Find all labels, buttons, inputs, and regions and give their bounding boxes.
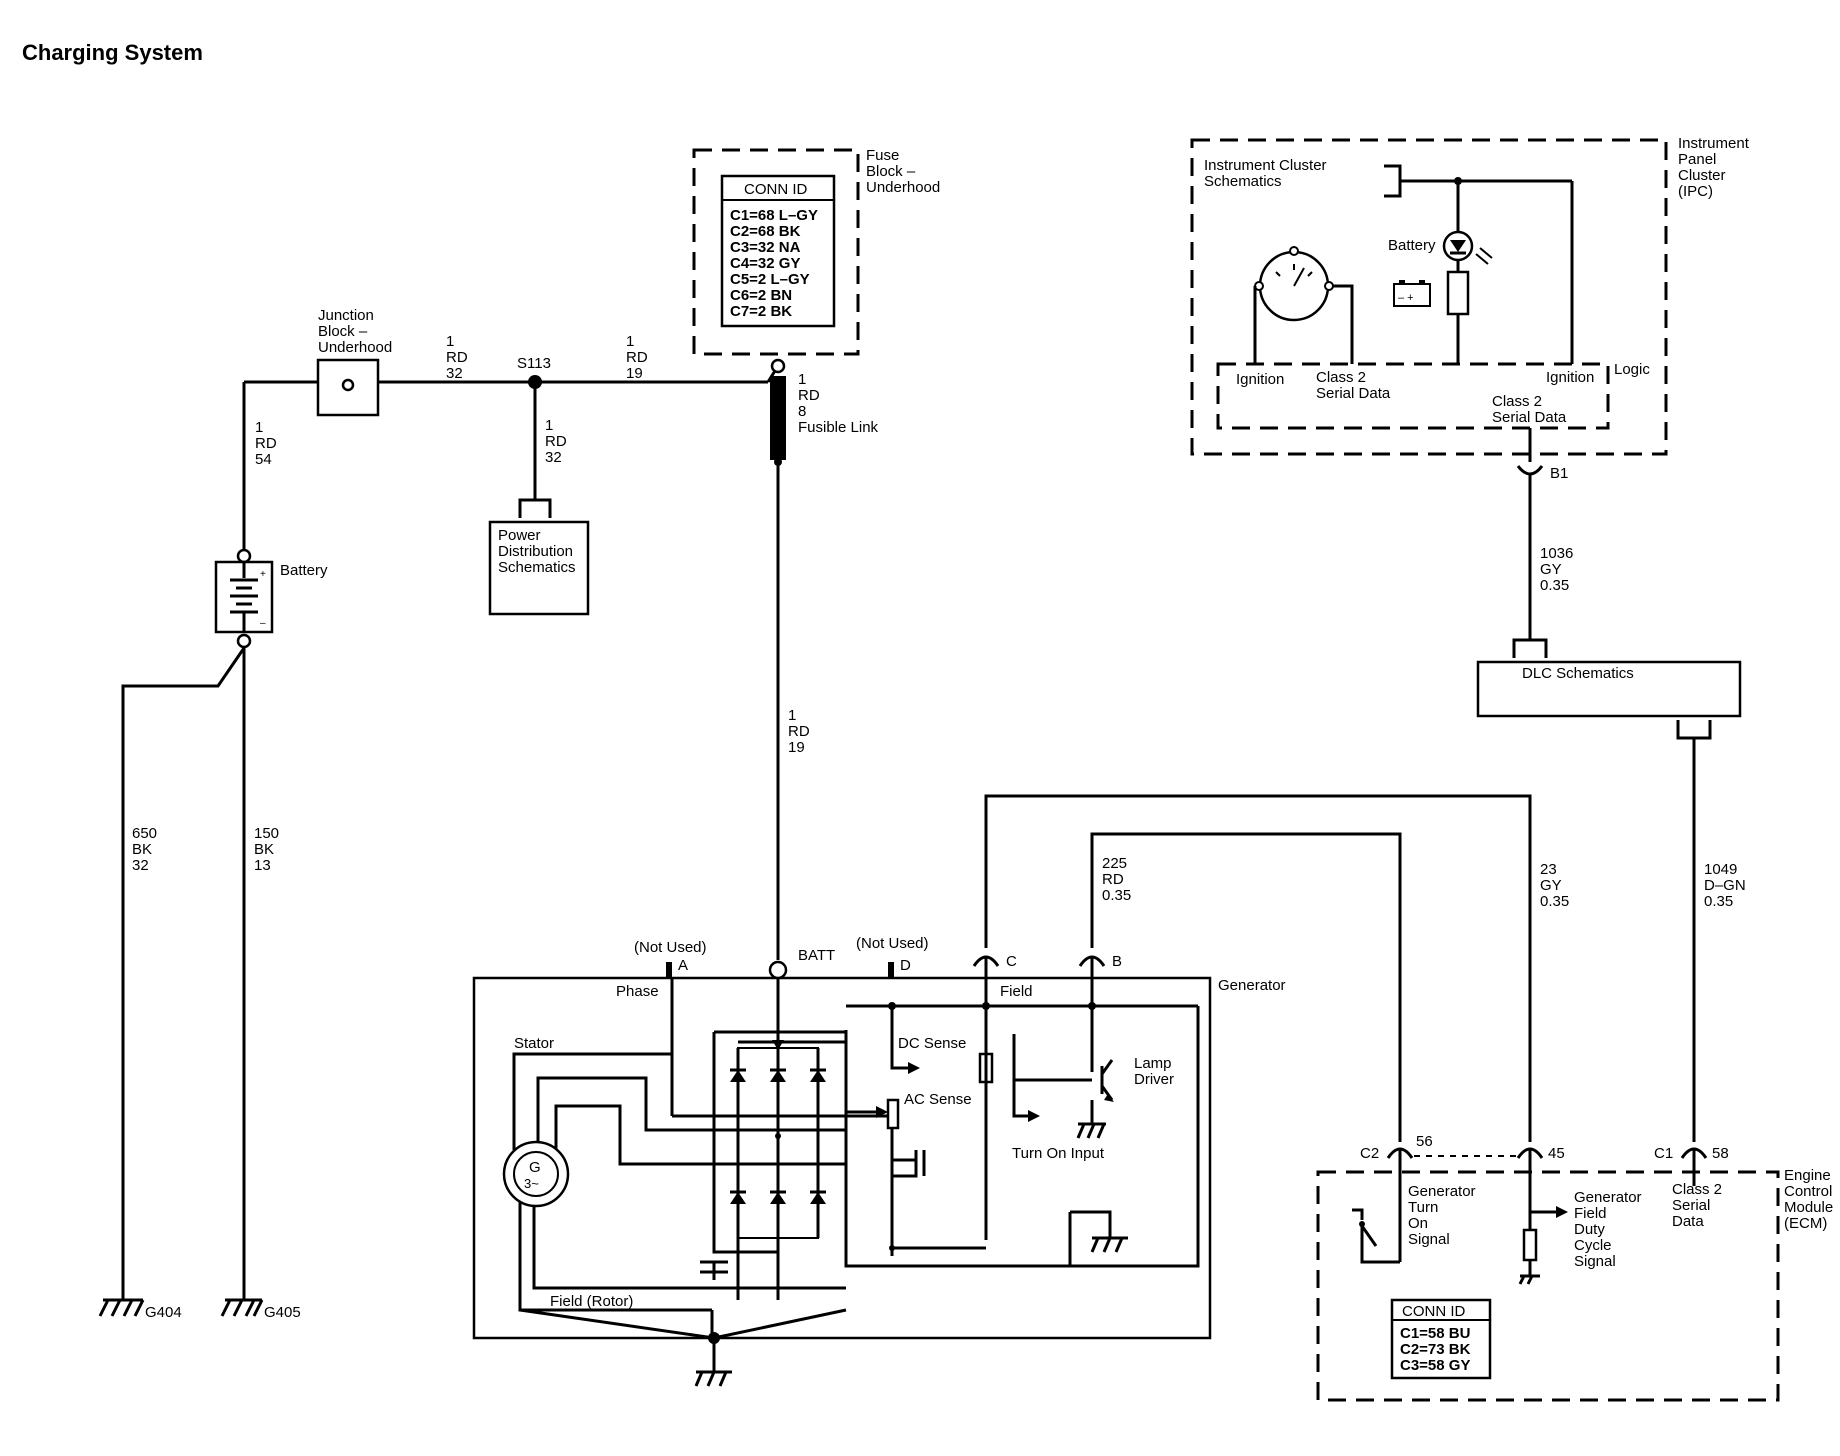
- wire-label-1036: 1036 GY 0.35: [1540, 545, 1578, 594]
- ground-g405-label: G405: [264, 1304, 301, 1321]
- generator-label: Generator: [1218, 977, 1286, 994]
- connector-b1-label: B1: [1550, 465, 1568, 482]
- junction-block-label: Junction Block – Underhood: [318, 307, 392, 356]
- fusible-link: 1 RD 8 Fusible Link: [770, 371, 879, 466]
- wire-label-s113-pd: 1 RD 32: [545, 417, 571, 466]
- logic-label: Logic: [1614, 361, 1650, 378]
- fuse-block-label: Fuse Block – Underhood: [866, 147, 940, 196]
- connector-c2-label: C2: [1360, 1145, 1379, 1162]
- field-label: Field: [1000, 983, 1033, 1000]
- turn-on-input-label: Turn On Input: [1012, 1145, 1105, 1162]
- fusible-link-label: 1 RD 8 Fusible Link: [798, 371, 879, 436]
- page-title: Charging System: [22, 40, 203, 65]
- main-power-wiring: [121, 365, 780, 1300]
- batt-terminal-label: BATT: [798, 947, 835, 964]
- wire-label-jb-battery: 1 RD 54: [255, 419, 281, 468]
- ecm-conn-header: CONN ID: [1402, 1303, 1466, 1320]
- class2-left-label: Class 2 Serial Data: [1316, 369, 1391, 402]
- connector-c1-label: C1: [1654, 1145, 1673, 1162]
- wire-label-1049: 1049 D–GN 0.35: [1704, 861, 1750, 910]
- field-rotor-label: Field (Rotor): [550, 1293, 633, 1310]
- dlc-schematics-ref: DLC Schematics: [1476, 638, 1742, 740]
- battery-icon: – +: [1393, 280, 1431, 307]
- ground-g405: G405: [220, 1298, 301, 1321]
- not-used-a-label: (Not Used): [634, 939, 707, 956]
- lamp-driver-label: Lamp Driver: [1134, 1055, 1176, 1088]
- ecm-label: Engine Control Module (ECM): [1784, 1167, 1837, 1232]
- battery-symbol: + – Battery: [214, 548, 328, 649]
- svg-text:– +: – +: [1398, 292, 1414, 304]
- g-symbol: G: [529, 1159, 541, 1176]
- splice-s113-label: S113: [517, 355, 551, 372]
- instrument-cluster-schematics-ref: Instrument Cluster Schematics: [1204, 157, 1331, 190]
- ipc-label: Instrument Panel Cluster (IPC): [1678, 135, 1753, 200]
- lamp-driver-transistor: Lamp Driver Turn On Input: [1012, 1030, 1176, 1162]
- batt-terminal: [768, 960, 788, 980]
- turn-on-signal-label: Generator Turn On Signal: [1408, 1183, 1480, 1248]
- power-distribution-ref: Power Distribution Schematics: [488, 498, 590, 616]
- class2-right-label: Class 2 Serial Data: [1492, 393, 1567, 426]
- ignition-left-label: Ignition: [1236, 371, 1284, 388]
- power-distribution-label: Power Distribution Schematics: [498, 527, 577, 576]
- pin-58-label: 58: [1712, 1145, 1729, 1162]
- phase-label: Phase: [616, 983, 659, 1000]
- ecm-class2-label: Class 2 Serial Data: [1672, 1181, 1726, 1230]
- generator-ecm-wiring: [984, 794, 1532, 1142]
- wire-label-g404: 650 BK 32: [132, 825, 161, 874]
- wire-label-s113-fuse: 1 RD 19: [626, 333, 652, 382]
- pin-56-label: 56: [1416, 1133, 1433, 1150]
- voltmeter-gauge-icon: [1254, 246, 1334, 322]
- fuse-conn-header: CONN ID: [744, 181, 808, 198]
- pin-d-label: D: [900, 957, 911, 974]
- pin-b-label: B: [1112, 953, 1122, 970]
- instrument-panel-cluster: Instrument Panel Cluster (IPC) Instrumen…: [1190, 135, 1753, 462]
- battery-lamp-label: Battery: [1388, 237, 1436, 254]
- connector-b1: B1: [1516, 465, 1568, 482]
- wire-label-225: 225 RD 0.35: [1102, 855, 1131, 904]
- fuse-block-underhood: Fuse Block – Underhood CONN ID C1=68 L–G…: [692, 147, 940, 374]
- ecm-conn-ids: C1=58 BU C2=73 BK C3=58 GY: [1400, 1325, 1475, 1374]
- ac-sense-label: AC Sense: [904, 1091, 972, 1108]
- wire-label-batt-feed: 1 RD 19: [788, 707, 814, 756]
- generator: Generator (Not Used) A Phase BATT (Not U…: [472, 935, 1286, 1387]
- junction-block-underhood: Junction Block – Underhood: [316, 307, 392, 417]
- ground-g404: G404: [98, 1298, 182, 1321]
- battery-label: Battery: [280, 562, 328, 579]
- fuse-conn-ids: C1=68 L–GY C2=68 BK C3=32 NA C4=32 GY C5…: [730, 207, 822, 320]
- dc-sense-label: DC Sense: [898, 1035, 966, 1052]
- pin-c-label: C: [1006, 953, 1017, 970]
- g-sub-symbol: 3~: [524, 1176, 539, 1191]
- wire-label-jb-s113: 1 RD 32: [446, 333, 472, 382]
- splice-s113-dot: [528, 375, 542, 389]
- wire-label-g405: 150 BK 13: [254, 825, 283, 874]
- field-duty-signal-label: Generator Field Duty Cycle Signal: [1574, 1189, 1646, 1270]
- not-used-d-label: (Not Used): [856, 935, 929, 952]
- rectifier-bridge: [730, 1040, 826, 1300]
- ground-g404-label: G404: [145, 1304, 182, 1321]
- ignition-right-label: Ignition: [1546, 369, 1594, 386]
- stator-label: Stator: [514, 1035, 554, 1052]
- dlc-label: DLC Schematics: [1522, 665, 1634, 682]
- pin-a-label: A: [678, 957, 688, 974]
- wire-label-23: 23 GY 0.35: [1540, 861, 1569, 910]
- pin-45-label: 45: [1548, 1145, 1565, 1162]
- engine-control-module: Engine Control Module (ECM) C2 56 45 C1 …: [1316, 1133, 1837, 1402]
- svg-text:+: +: [260, 569, 266, 580]
- svg-text:–: –: [260, 618, 266, 629]
